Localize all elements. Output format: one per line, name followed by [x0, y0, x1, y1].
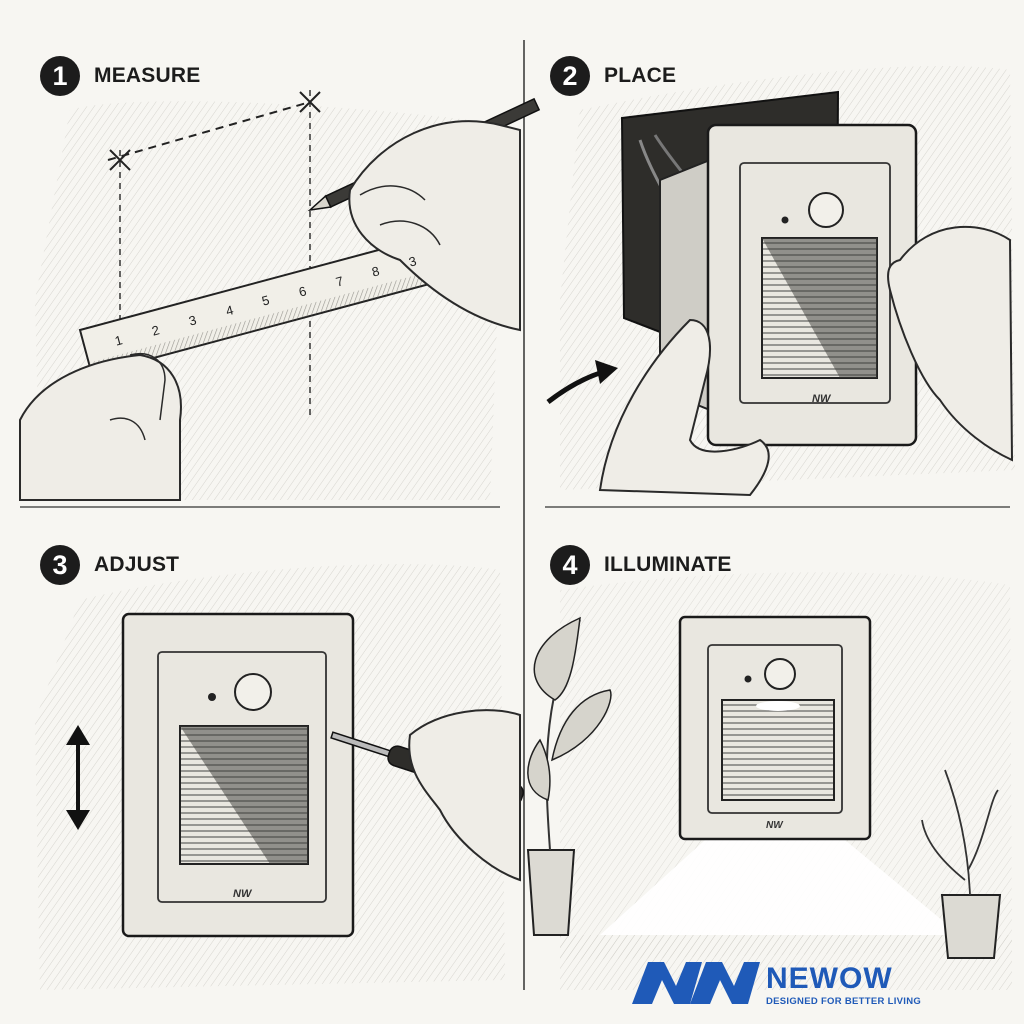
light-aperture	[721, 699, 835, 801]
hand-icon	[408, 709, 521, 882]
motion-sensor-icon	[234, 673, 272, 711]
device-mark-panel-4: NW	[766, 820, 783, 831]
hand-right-icon	[348, 120, 521, 332]
brand-tagline: DESIGNED FOR BETTER LIVING	[766, 996, 922, 1007]
plant-left-icon	[526, 616, 612, 936]
step-4-header: 4 ILLUMINATE	[550, 545, 732, 585]
step-1-title: MEASURE	[94, 64, 201, 87]
panel-measure	[19, 90, 541, 501]
hand-right-icon	[887, 225, 1014, 462]
brand-name: NEWOW	[766, 962, 893, 995]
motion-sensor-icon	[808, 192, 844, 228]
panel-place	[546, 65, 1015, 497]
step-2-number-badge: 2	[550, 56, 590, 96]
floor	[560, 935, 1012, 990]
brand-mark-icon	[632, 962, 760, 1004]
ruler-icon	[78, 225, 480, 376]
hand-left-icon	[598, 318, 770, 497]
device-mark-panel-2: NW	[812, 393, 831, 405]
brand-logo: NEWOW DESIGNED FOR BETTER LIVING	[632, 958, 932, 1014]
panel-adjust	[35, 564, 524, 990]
panel-illuminate	[526, 572, 1012, 990]
step-1-number-badge: 1	[40, 56, 80, 96]
step-2-title: PLACE	[604, 64, 677, 87]
step-4-title: ILLUMINATE	[604, 553, 732, 576]
cross-mark-right	[299, 91, 321, 113]
hand-left-icon	[19, 353, 182, 501]
indicator-led-icon	[744, 675, 752, 683]
device-mark-panel-3: NW	[233, 888, 252, 900]
step-3-number-badge: 3	[40, 545, 80, 585]
light-beam	[600, 840, 960, 935]
indicator-led-icon	[781, 216, 789, 224]
led-glow	[756, 701, 800, 711]
step-1-header: 1 MEASURE	[40, 56, 200, 96]
step-3-header: 3 ADJUST	[40, 545, 179, 585]
step-2-header: 2 PLACE	[550, 56, 676, 96]
step-4-number-badge: 4	[550, 545, 590, 585]
cross-mark-left	[109, 149, 131, 171]
indicator-led-icon	[208, 693, 216, 701]
motion-sensor-icon	[764, 658, 796, 690]
plant-right-icon	[921, 769, 1002, 959]
dashed-guide-top	[107, 101, 311, 161]
step-3-title: ADJUST	[94, 553, 180, 576]
